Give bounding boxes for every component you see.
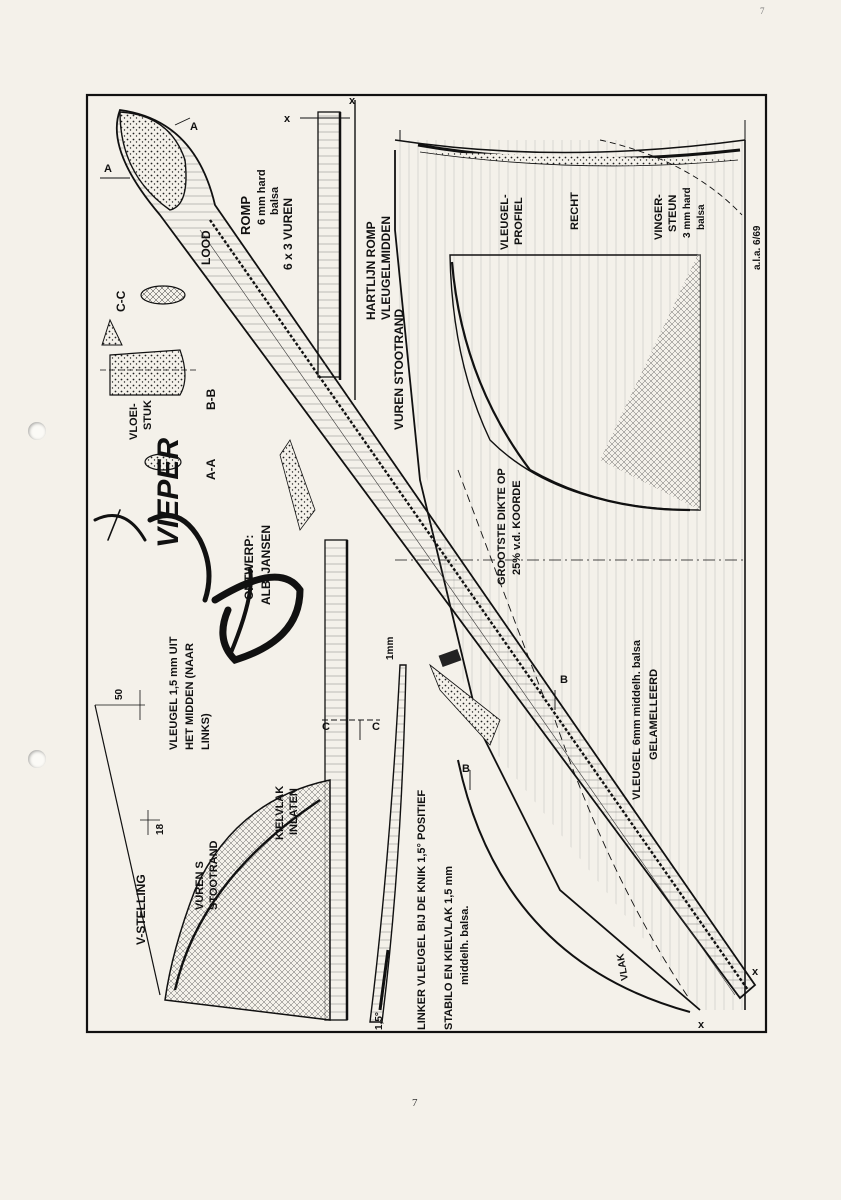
label-stabilo-1: STABILO EN KIELVLAK 1,5 mm — [443, 866, 455, 1030]
mark-c-right: C — [372, 721, 380, 733]
dihedral-diagram — [94, 690, 161, 996]
fin — [164, 779, 331, 1021]
mark-x-2: x — [349, 95, 356, 107]
label-linker-vleugel: LINKER VLEUGEL BIJ DE KNIK 1,5° POSITIEF — [416, 790, 428, 1030]
section-aa-shape — [144, 453, 182, 471]
wing-tip-upper — [449, 250, 701, 512]
corner-mark: 7 — [760, 6, 765, 16]
label-vloeistuk-1: VLOEI- — [128, 403, 140, 440]
label-vleugel-uit-1: VLEUGEL 1,5 mm UIT — [168, 636, 180, 750]
label-grootste-dikte-1: GROOTSTE DIKTE OP — [496, 468, 508, 585]
wing-tip-lower — [457, 759, 691, 1013]
label-vingersteun-1: VINGER- — [653, 194, 665, 240]
label-dim-15deg: 1,5° — [374, 1012, 385, 1030]
lead-ballast — [119, 111, 187, 211]
label-romp-spec1: 6 mm hard — [256, 169, 268, 225]
label-ontwerp: ONTWERP: — [242, 535, 256, 600]
label-section-aa: A-A — [204, 458, 218, 480]
label-stabilo-2: middelh. balsa. — [459, 906, 471, 985]
section-markers — [100, 117, 556, 790]
punch-hole-top — [28, 422, 46, 440]
mark-a-left: A — [104, 163, 112, 175]
label-romp-spec2: balsa — [269, 186, 281, 215]
label-vleugel-6mm: VLEUGEL 6mm middelh. balsa — [631, 639, 643, 800]
stabilizer-side — [369, 664, 407, 1023]
label-vuren-6x3: 6 x 3 VUREN — [281, 198, 295, 270]
label-vingersteun-3: 3 mm hard — [682, 187, 693, 238]
label-vuren-stootrand: VUREN STOOTRAND — [392, 309, 406, 430]
label-kielvlak-1: KIELVLAK — [274, 786, 286, 840]
label-lood: LOOD — [199, 230, 213, 265]
label-kielvlak-2: INLATEN — [288, 788, 300, 835]
punch-hole-bottom — [28, 750, 46, 768]
label-dim-1mm: 1mm — [385, 637, 396, 660]
label-dim-50: 50 — [114, 688, 125, 700]
label-vingersteun-2: STEUN — [667, 195, 679, 232]
label-gelamelleerd: GELAMELLEERD — [648, 669, 660, 760]
letter-markers: A A B B C C x x x x — [104, 95, 759, 1031]
viper-logo-text: VIEPER — [152, 438, 185, 548]
label-vleugel-uit-2: HET MIDDEN (NAAR — [184, 643, 196, 750]
drawing-frame — [85, 93, 768, 1034]
mark-c-left: C — [322, 721, 330, 733]
label-vleugel-uit-3: LINKS) — [200, 713, 212, 750]
label-vloeistuk-2: STUK — [142, 400, 154, 430]
viper-script-logo — [93, 509, 304, 664]
mark-b-right: B — [560, 674, 568, 686]
label-vuren-s-1: VUREN S — [194, 861, 206, 910]
label-hartlijn-romp: HARTLIJN ROMP — [364, 221, 378, 320]
rotated-labels: ROMP 6 mm hard balsa LOOD 6 x 3 VUREN HA… — [114, 169, 763, 1030]
label-grootste-dikte-2: 25% v.d. KOORDE — [511, 480, 523, 575]
label-vleugel-profiel-2: PROFIEL — [513, 197, 525, 245]
page-number: 7 — [412, 1097, 418, 1109]
label-romp: ROMP — [238, 196, 253, 235]
label-vlak: VLAK — [615, 952, 631, 981]
label-dim-18: 18 — [155, 823, 166, 835]
label-vingersteun-4: balsa — [696, 204, 707, 230]
mark-a-right: A — [190, 121, 198, 133]
cross-sections — [100, 285, 196, 471]
mark-b-left: B — [462, 763, 470, 775]
label-vuren-s-2: STOOTRAND — [208, 840, 220, 910]
label-vleugel-midden: VLEUGELMIDDEN — [379, 216, 393, 320]
section-cc-shape — [140, 285, 186, 305]
mark-x-3: x — [752, 966, 759, 978]
mark-x-4: x — [698, 1019, 705, 1031]
label-v-stelling: V-STELLING — [134, 874, 148, 945]
label-vleugel-profiel-1: VLEUGEL- — [499, 194, 511, 250]
label-ala: a.l.a. 6/69 — [752, 225, 763, 270]
mark-x-1: x — [284, 113, 291, 125]
label-recht: RECHT — [569, 192, 581, 230]
label-designer: ALB. JANSEN — [259, 525, 273, 605]
fuselage — [115, 109, 757, 1000]
label-section-bb: B-B — [204, 388, 218, 410]
label-section-cc: C-C — [114, 290, 128, 312]
section-bb-shape — [109, 349, 186, 396]
